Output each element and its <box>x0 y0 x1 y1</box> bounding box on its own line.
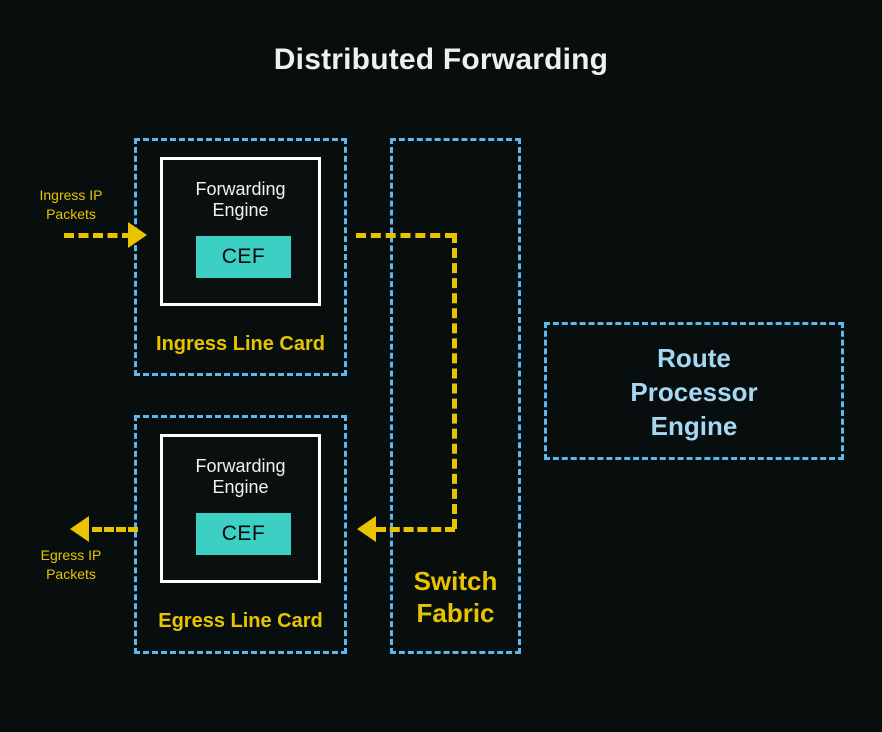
egress-outbound-flow-line <box>92 527 138 532</box>
fabric-to-egress-flow-line <box>376 527 455 532</box>
ingress-forwarding-engine-box: Forwarding Engine CEF <box>160 157 321 306</box>
egress-packets-label: Egress IP Packets <box>40 547 102 582</box>
page-title: Distributed Forwarding <box>273 43 609 76</box>
arrow-right-icon <box>128 222 147 248</box>
ingress-line-card-caption: Ingress Line Card <box>156 333 325 355</box>
switch-fabric-caption: Switch Fabric <box>413 566 498 628</box>
egress-line-card-box <box>134 415 347 654</box>
ingress-line-card-box <box>134 138 347 376</box>
arrow-left-icon <box>70 516 89 542</box>
ingress-packets-label: Ingress IP Packets <box>39 187 103 222</box>
egress-forwarding-engine-box: Forwarding Engine CEF <box>160 434 321 583</box>
egress-cef-block: CEF <box>196 513 291 555</box>
route-processor-engine-label: Route Processor Engine <box>630 343 758 441</box>
route-processor-engine-box <box>544 322 844 460</box>
ingress-to-fabric-flow-line <box>356 233 455 238</box>
egress-forwarding-engine-title: Forwarding Engine <box>195 456 286 497</box>
ingress-cef-block: CEF <box>196 236 291 278</box>
ingress-forwarding-engine-title: Forwarding Engine <box>195 179 286 220</box>
switch-fabric-box <box>390 138 521 654</box>
egress-line-card-caption: Egress Line Card <box>158 610 323 632</box>
arrow-left-icon <box>357 516 376 542</box>
fabric-internal-flow-line <box>452 233 457 529</box>
ingress-inbound-flow-line <box>64 233 132 238</box>
